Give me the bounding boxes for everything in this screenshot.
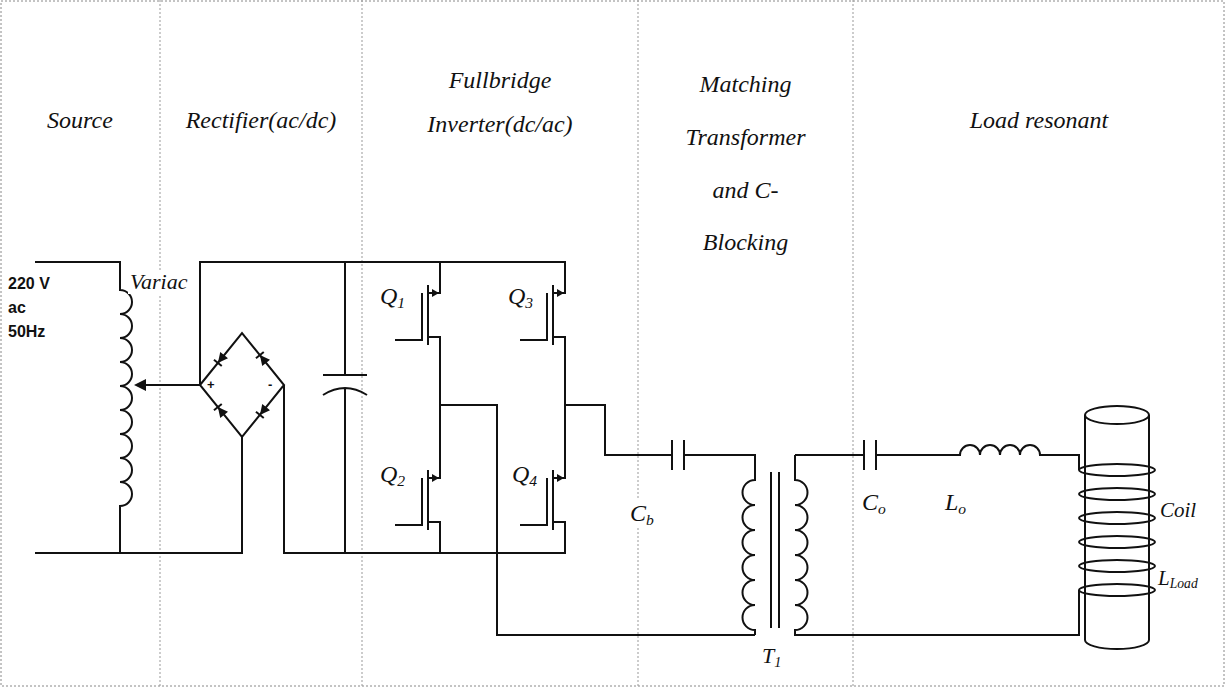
- switch-label: Q2: [380, 462, 405, 486]
- bridge-diodes: [214, 352, 270, 418]
- switch-label: Q3: [508, 284, 533, 308]
- polarity-mark: +: [207, 378, 215, 391]
- load-coil: [1079, 406, 1155, 649]
- section-heading: Source: [5, 106, 155, 135]
- section-heading: Rectifier(ac/dc): [164, 106, 359, 135]
- section-heading: Load resonant: [914, 106, 1164, 135]
- section-heading: Matching Transformer and C-Blocking: [681, 58, 811, 269]
- coil-inductance-label: LLoad: [1158, 568, 1198, 589]
- wires: [35, 262, 1079, 635]
- switch-label: Q1: [380, 284, 405, 308]
- wiper-arrow: [134, 379, 146, 391]
- section-band: Fullbridge Inverter(dc/ac): [362, 0, 638, 687]
- section-dividers: [160, 0, 853, 687]
- section-band: Rectifier(ac/dc): [160, 0, 362, 687]
- coil-label: Coil: [1160, 500, 1196, 521]
- section-heading: Fullbridge Inverter(dc/ac): [408, 58, 593, 147]
- switch-symbols: [395, 275, 565, 540]
- section-band: Matching Transformer and C-Blocking: [638, 0, 853, 687]
- capacitor-label: Cb: [628, 500, 656, 526]
- source-rating: 220 V ac 50Hz: [8, 272, 60, 344]
- transformer-label: T1: [762, 645, 781, 667]
- inductor-label: Lo: [945, 490, 966, 514]
- variac-label: Variac: [128, 270, 189, 294]
- capacitor-label: Co: [862, 490, 886, 514]
- switch-label: Q4: [512, 462, 537, 486]
- section-band: Source: [0, 0, 160, 687]
- polarity-mark: -: [268, 378, 272, 391]
